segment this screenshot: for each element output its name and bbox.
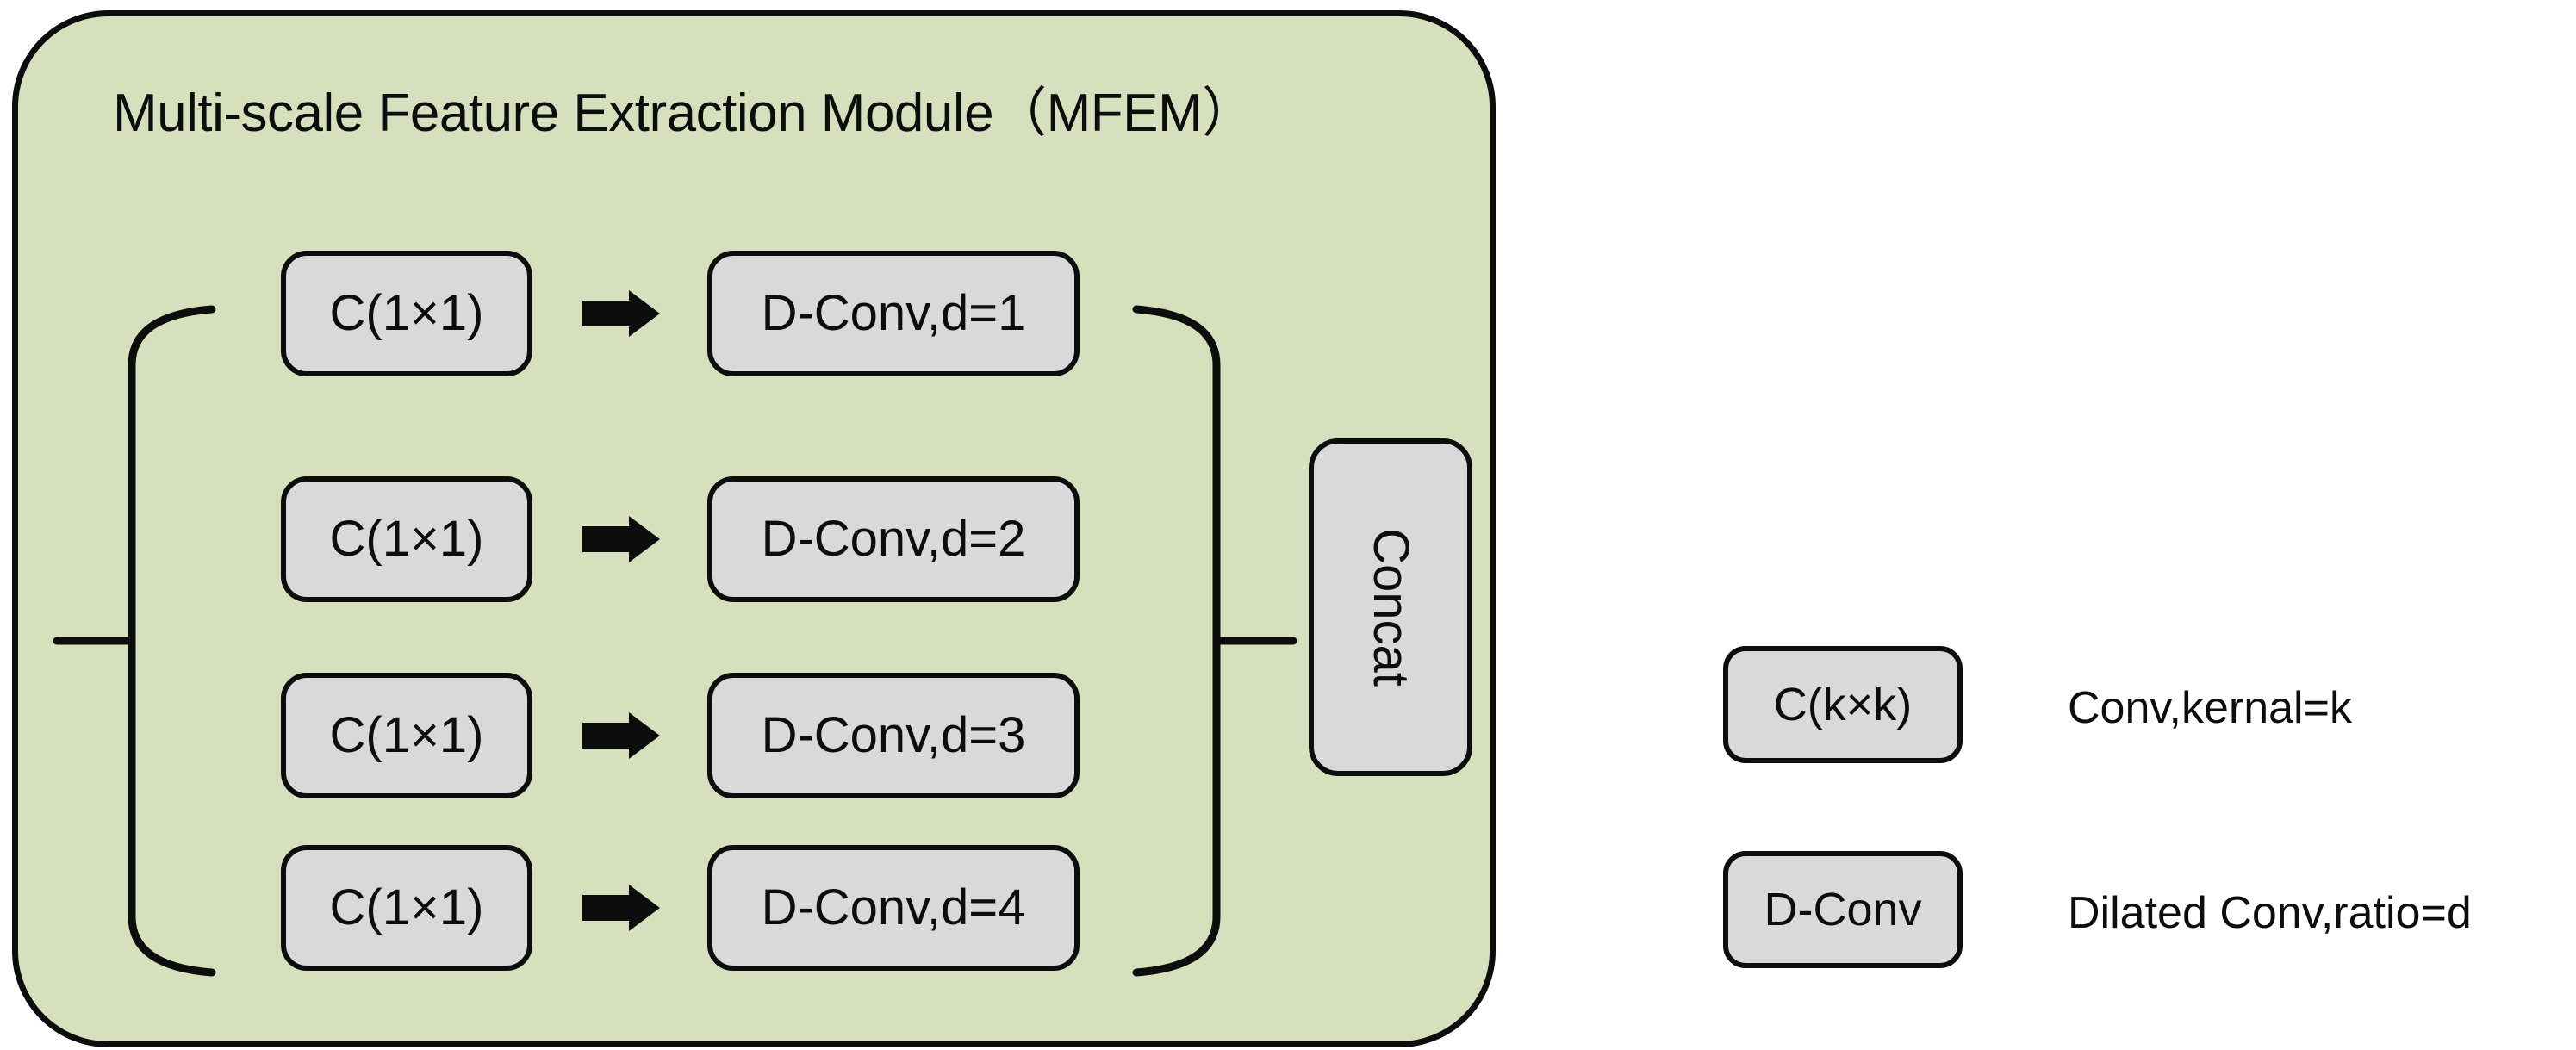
mfem-panel: Multi-scale Feature Extraction Module（MF… [12, 10, 1496, 1047]
branch-1-dconv-box[interactable]: D-Conv,d=1 [707, 251, 1080, 376]
branch-1-conv-box[interactable]: C(1×1) [281, 251, 532, 376]
input-fanout-brace [53, 275, 277, 1050]
concat-box[interactable]: Concat [1309, 438, 1472, 776]
legend-symbol-conv-box: C(k×k) [1723, 646, 1963, 763]
legend-description-dconv: Dilated Conv,ratio=d [2068, 888, 2472, 938]
concat-label: Concat [1363, 528, 1419, 687]
branch-2-conv-box[interactable]: C(1×1) [281, 476, 532, 602]
mfem-title: Multi-scale Feature Extraction Module（MF… [113, 84, 1255, 143]
branch-3-conv-box[interactable]: C(1×1) [281, 673, 532, 798]
branch-4-dconv-box[interactable]: D-Conv,d=4 [707, 845, 1080, 971]
branch-4-arrow-icon [582, 885, 660, 931]
branch-1-arrow-icon [582, 290, 660, 337]
branch-3-arrow-icon [582, 712, 660, 759]
output-fanin-brace [1095, 275, 1319, 1050]
legend-description-conv: Conv,kernal=k [2068, 683, 2352, 733]
branch-3-dconv-box[interactable]: D-Conv,d=3 [707, 673, 1080, 798]
branch-2-dconv-box[interactable]: D-Conv,d=2 [707, 476, 1080, 602]
branch-4-conv-box[interactable]: C(1×1) [281, 845, 532, 971]
legend-symbol-dconv-box: D-Conv [1723, 851, 1963, 968]
branch-2-arrow-icon [582, 516, 660, 562]
